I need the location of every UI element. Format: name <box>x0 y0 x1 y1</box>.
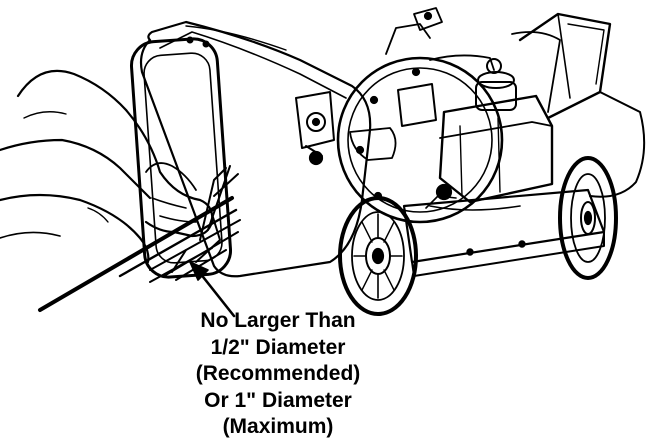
callout-line-1: No Larger Than <box>200 309 356 332</box>
callout-line-4: Or 1" Diameter <box>204 388 352 412</box>
chipper-hopper <box>129 20 372 279</box>
right-wheel <box>558 156 618 280</box>
hand <box>0 69 214 264</box>
callout-line-2: 1/2" Diameter <box>210 335 346 359</box>
hopper-latch <box>295 91 335 166</box>
callout-line-5: (Maximum) <box>222 415 334 438</box>
branch-size-callout: No Larger Than 1/2" Diameter (Recommende… <box>188 308 368 441</box>
chassis-frame <box>402 188 606 277</box>
engine <box>349 31 561 211</box>
left-wheel <box>338 196 418 316</box>
branches <box>38 165 241 312</box>
chipper-housing <box>336 7 504 224</box>
callout-line-3: (Recommended) <box>195 362 361 385</box>
callout-arrow <box>189 261 236 318</box>
discharge-chute <box>518 12 646 198</box>
